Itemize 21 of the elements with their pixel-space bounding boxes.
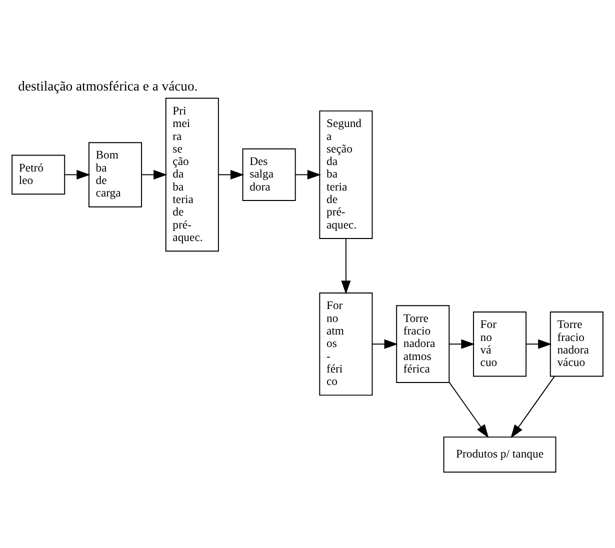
node-box: For no vá cuo [473, 311, 527, 377]
node-box: Des salga dora [242, 148, 296, 201]
arrow [64, 170, 90, 180]
node-box: Petró leo [12, 154, 66, 195]
node-box: Bom ba de carga [88, 142, 142, 208]
arrow [372, 339, 398, 349]
node-box: Pri mei ra se ção da ba teria de pré- aquec. [165, 98, 219, 252]
node-box: For no atm os - féri co [319, 292, 373, 396]
arrow [448, 339, 475, 349]
arrow [341, 238, 351, 294]
arrow [218, 170, 244, 180]
arrow [448, 382, 489, 438]
node-box: Torre fracio nadora vácuo [550, 311, 604, 377]
arrow [510, 376, 555, 438]
node-box: Produtos p/ tanque [443, 436, 556, 473]
arrow [526, 339, 552, 349]
node-box: Torre fracio nadora atmos férica [396, 305, 450, 384]
arrow [141, 170, 168, 180]
diagram-title: destilação atmosférica e a vácuo. [18, 78, 198, 94]
node-box: Segund a seção da ba teria de pré- aquec. [319, 110, 373, 239]
arrow [295, 170, 321, 180]
